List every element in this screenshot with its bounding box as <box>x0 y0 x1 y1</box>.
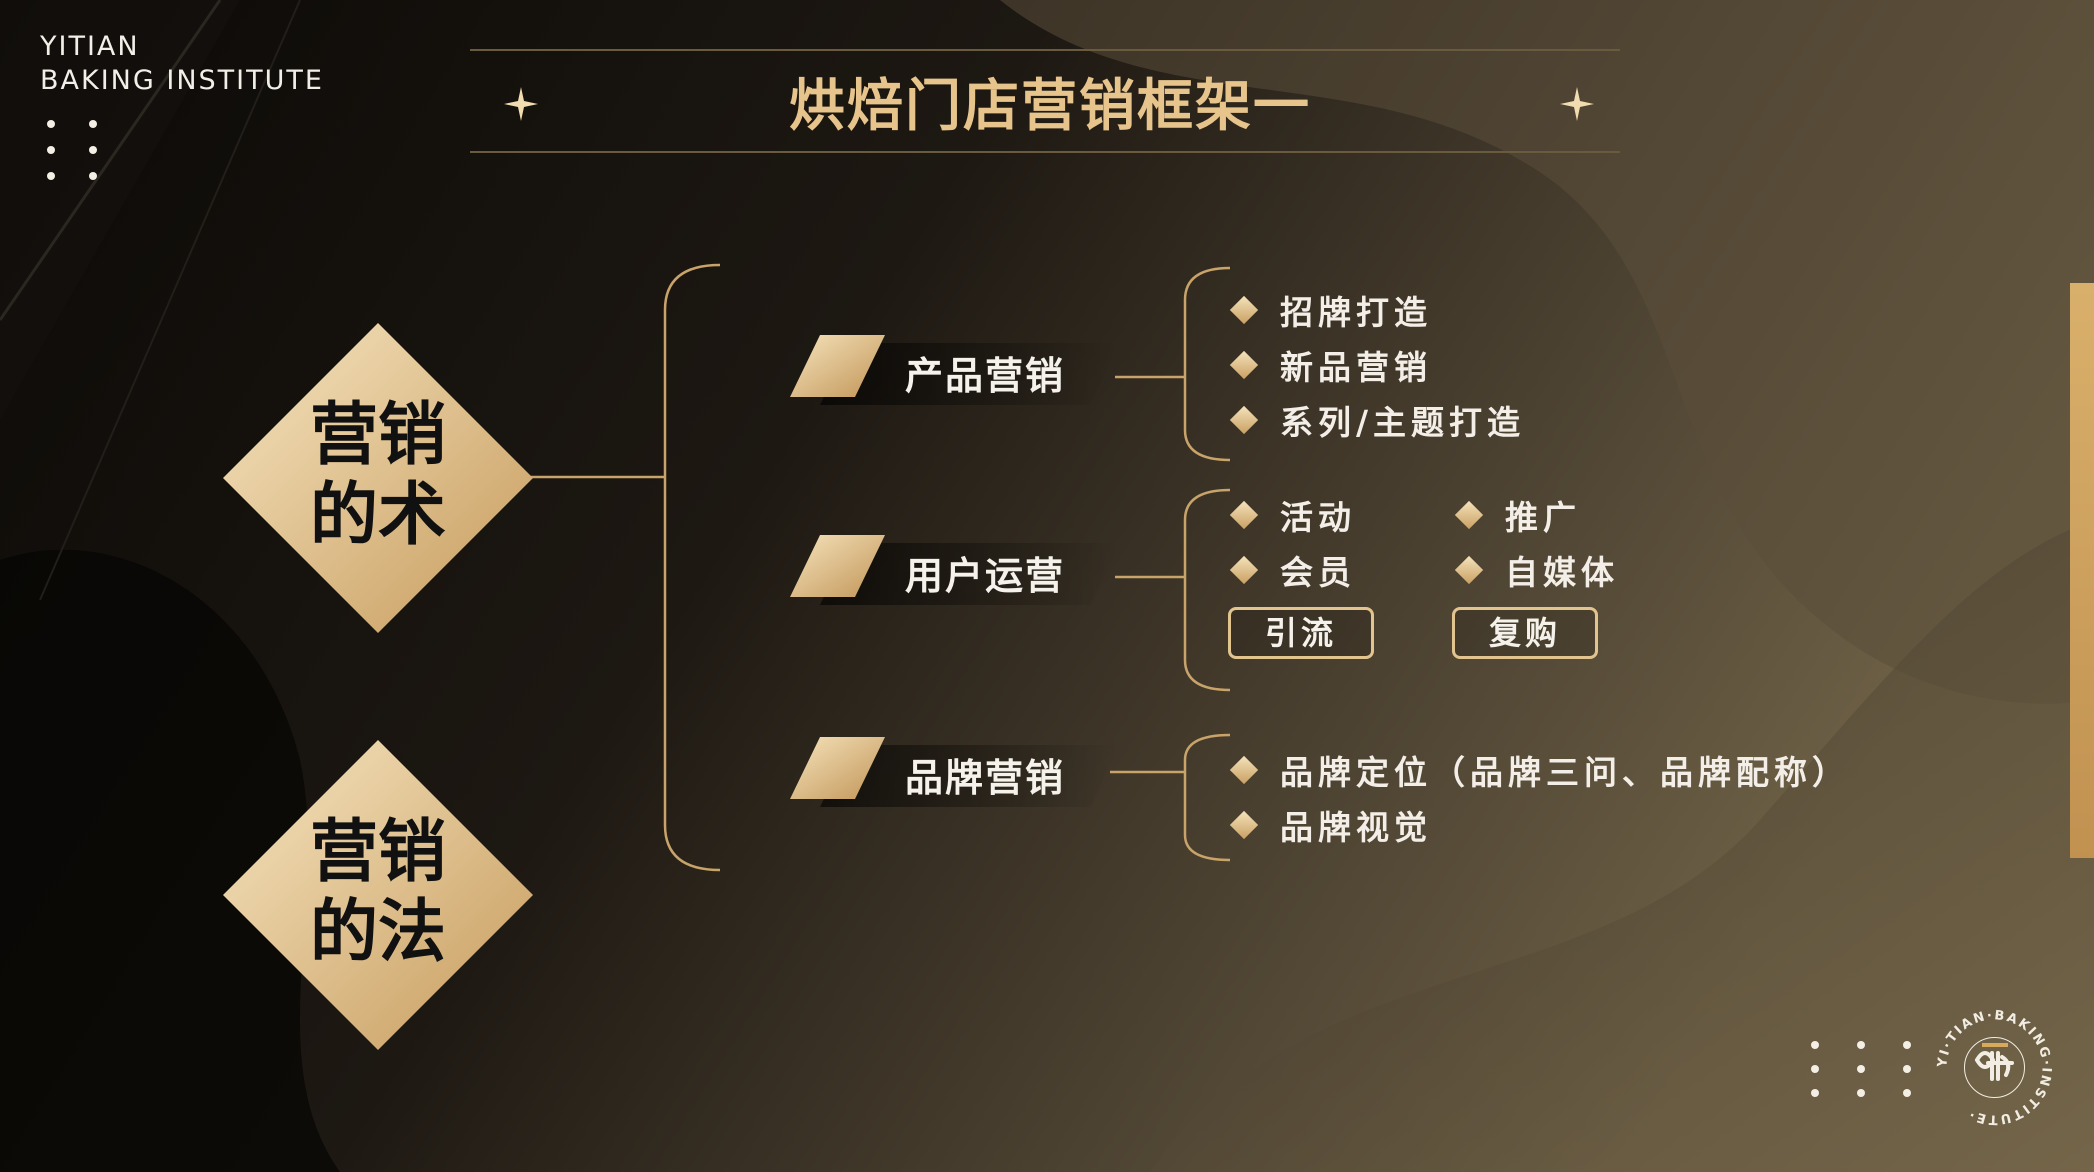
category-tag-shape <box>790 335 1120 405</box>
list-item-text: 活动 <box>1280 498 1356 537</box>
logo-seal: YI·TIAN·BAKING·INSTITUTE· <box>1935 1008 2053 1126</box>
title-frame <box>470 49 1620 153</box>
diamond-bullet-icon <box>1229 350 1259 380</box>
list-item: 品牌视觉 <box>1229 801 1432 849</box>
svg-text:YI·TIAN·BAKING·INSTITUTE·: YI·TIAN·BAKING·INSTITUTE· <box>1935 1008 2053 1126</box>
tag-button-repurchase: 复购 <box>1452 607 1598 659</box>
page-title: 烘焙门店营销框架一 <box>789 74 1311 139</box>
diamond-bullet-icon <box>1229 755 1259 785</box>
decor-dots-bottom <box>1811 1041 1911 1097</box>
brand-line-2: BAKING INSTITUTE <box>40 65 324 96</box>
list-item-text: 自媒体 <box>1505 553 1619 592</box>
list-item: 新品营销 <box>1229 341 1432 389</box>
decor-dots-top <box>47 120 97 180</box>
diamond-shape <box>223 740 533 1050</box>
list-item: 推广 <box>1454 491 1581 539</box>
diamond-label-methods: 营销 的法 <box>223 813 533 973</box>
diamond-bullet-icon <box>1229 555 1259 585</box>
category-label-brand: 品牌营销 <box>905 756 1066 800</box>
sparkle-icon <box>504 87 538 121</box>
diamond-line: 营销 <box>309 813 446 892</box>
tag-button-acquisition: 引流 <box>1228 607 1374 659</box>
diamond-shape <box>223 323 533 633</box>
side-accent-bar <box>2070 283 2094 858</box>
diamond-bullet-icon <box>1454 555 1484 585</box>
diamond-line: 的法 <box>309 893 446 972</box>
list-item: 会员 <box>1229 546 1356 594</box>
diamond-bullet-icon <box>1229 810 1259 840</box>
brand-name: YITIAN BAKING INSTITUTE <box>40 30 324 98</box>
diamond-bullet-icon <box>1229 295 1259 325</box>
category-label-product: 产品营销 <box>905 354 1066 398</box>
list-item: 自媒体 <box>1454 546 1619 594</box>
list-item-text: 品牌定位（品牌三问、品牌配称） <box>1280 753 1850 792</box>
list-item-text: 推广 <box>1505 498 1581 537</box>
list-item: 招牌打造 <box>1229 286 1432 334</box>
list-item-text: 会员 <box>1280 553 1356 592</box>
list-item-text: 招牌打造 <box>1280 293 1432 332</box>
category-label-user: 用户运营 <box>905 554 1066 598</box>
diamond-bullet-icon <box>1229 405 1259 435</box>
diamond-line: 的术 <box>309 476 446 555</box>
list-item: 活动 <box>1229 491 1356 539</box>
list-item: 品牌定位（品牌三问、品牌配称） <box>1229 746 1850 794</box>
list-item-text: 新品营销 <box>1280 348 1432 387</box>
list-item-text: 品牌视觉 <box>1280 808 1432 847</box>
diamond-bullet-icon <box>1229 500 1259 530</box>
category-tag-shape <box>790 737 1120 807</box>
diamond-label-tactics: 营销 的术 <box>223 396 533 556</box>
brand-line-1: YITIAN <box>40 31 140 62</box>
list-item-text: 系列/主题打造 <box>1280 403 1526 442</box>
diamond-bullet-icon <box>1454 500 1484 530</box>
category-tag-shape <box>790 535 1120 605</box>
sparkle-icon <box>1560 87 1594 121</box>
list-item: 系列/主题打造 <box>1229 396 1526 444</box>
diamond-line: 营销 <box>309 396 446 475</box>
